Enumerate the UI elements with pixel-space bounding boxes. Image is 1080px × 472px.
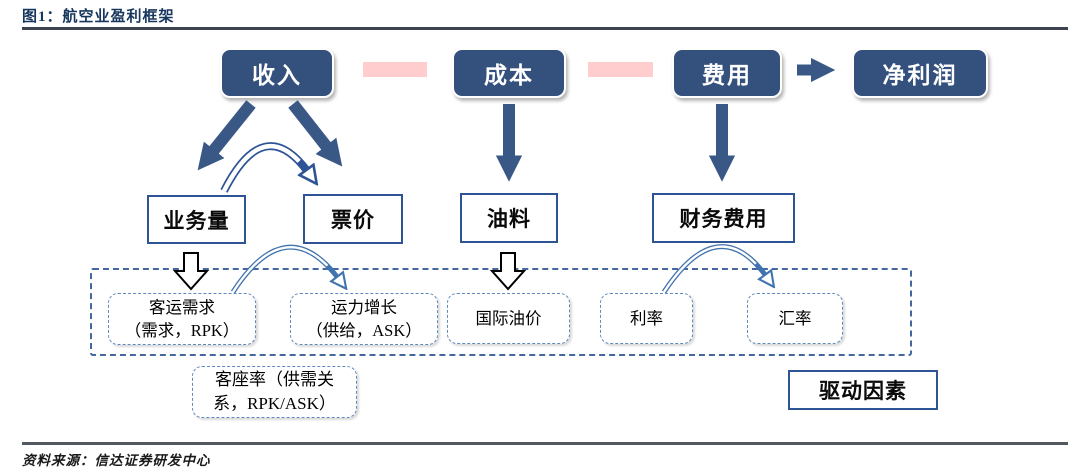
- node-passenger-demand-line2: （需求，RPK）: [124, 321, 240, 340]
- node-volume: 业务量: [147, 195, 246, 244]
- node-exchange-rate: 汇率: [747, 293, 843, 344]
- header-rule: [22, 27, 1068, 30]
- arrow-revenue-to-ticket-price: [288, 100, 343, 167]
- node-passenger-demand: 客运需求 （需求，RPK）: [108, 293, 256, 345]
- node-cost: 成本: [452, 48, 566, 98]
- node-capacity-growth-line2: （供给，ASK）: [306, 321, 422, 340]
- minus-operator: [588, 62, 653, 77]
- node-capacity-growth-line1: 运力增长: [331, 297, 397, 317]
- node-load-factor-line1: 客座率（供需关: [215, 370, 334, 390]
- node-expense: 费用: [672, 48, 782, 98]
- arrow-revenue-to-volume: [197, 100, 256, 171]
- minus-operator: [363, 62, 427, 77]
- node-ticket-price: 票价: [303, 194, 403, 244]
- source-note: 资料来源：信达证券研发中心: [22, 453, 211, 468]
- node-interest-rate-label: 利率: [630, 308, 663, 328]
- node-capacity-growth: 运力增长 （供给，ASK）: [290, 293, 438, 345]
- node-passenger-demand-line1: 客运需求: [149, 297, 215, 317]
- node-load-factor-line2: 系，RPK/ASK）: [213, 394, 336, 413]
- node-intl-oil-price-label: 国际油价: [475, 308, 542, 328]
- figure-title: 图1：航空业盈利框架: [22, 9, 175, 25]
- node-exchange-rate-label: 汇率: [778, 308, 812, 328]
- node-revenue: 收入: [220, 48, 334, 98]
- node-interest-rate: 利率: [600, 293, 693, 344]
- node-net-profit: 净利润: [852, 48, 988, 98]
- node-financial-expense: 财务费用: [652, 193, 795, 243]
- node-fuel: 油料: [460, 193, 558, 243]
- drivers-legend: 驱动因素: [788, 370, 938, 410]
- footer-rule: [22, 442, 1068, 445]
- node-intl-oil-price: 国际油价: [447, 293, 570, 344]
- arc-volume-to-ticket-price: [220, 142, 308, 193]
- node-load-factor: 客座率（供需关 系，RPK/ASK）: [192, 366, 357, 418]
